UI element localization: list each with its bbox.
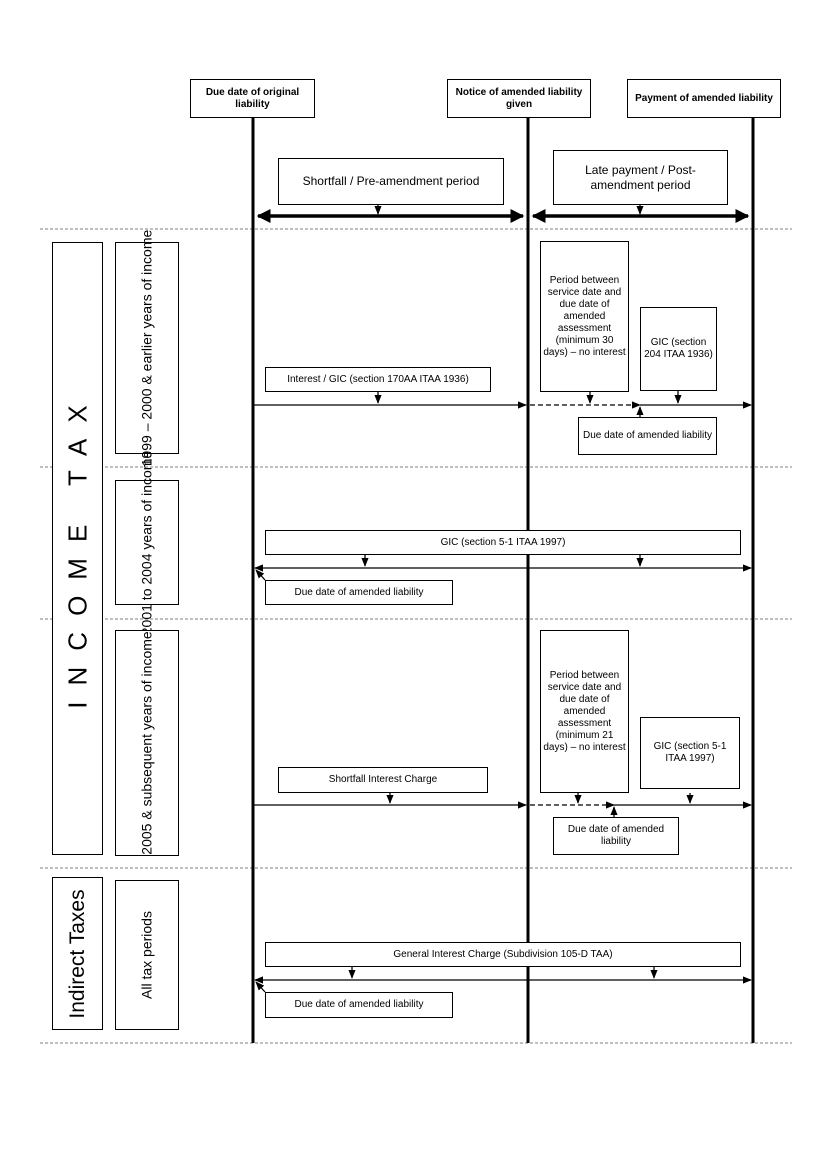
- indirect-taxes-label: Indirect Taxes: [65, 888, 89, 1019]
- gic-204-box: GIC (section 204 ITAA 1936): [640, 307, 717, 391]
- connector-arrow: [255, 981, 266, 993]
- no-interest-period-box: Period between service date and due date…: [540, 630, 629, 793]
- tax-periods-label: All tax periods: [138, 911, 155, 999]
- due-date-amended-box: Due date of amended liability: [265, 992, 453, 1018]
- income-tax-label-box: INCOME TAX: [52, 242, 103, 855]
- years-2005-label-box: 2005 & subsequent years of income: [115, 630, 179, 856]
- box-label: GIC (section 5-1 ITAA 1997): [440, 536, 566, 548]
- years-2001-label-box: 2001 to 2004 years of income: [115, 450, 179, 635]
- due-date-amended-box: Due date of amended liability: [265, 580, 453, 605]
- box-label: Due date of amended liability: [294, 999, 424, 1010]
- box-label: GIC (section 204 ITAA 1936): [644, 337, 713, 360]
- box-label: Shortfall Interest Charge: [328, 774, 438, 785]
- due-date-amended-box: Due date of amended liability: [578, 417, 717, 455]
- box-label: General Interest Charge (Subdivision 105…: [393, 948, 613, 960]
- header-label: Payment of amended liability: [635, 92, 773, 104]
- box-label: Interest / GIC (section 170AA ITAA 1936): [287, 373, 469, 385]
- shortfall-interest-box: Shortfall Interest Charge: [278, 767, 488, 793]
- header-notice-amended: Notice of amended liability given: [447, 79, 591, 118]
- gic-5-1-box: GIC (section 5-1 ITAA 1997): [640, 717, 740, 789]
- due-date-amended-box: Due date of amended liability: [553, 817, 679, 855]
- period-label: Late payment / Post-amendment period: [585, 162, 696, 192]
- years-1999-label-box: 1999 – 2000 & earlier years of income: [115, 230, 179, 466]
- header-payment-amended: Payment of amended liability: [627, 79, 781, 118]
- box-label: Due date of amended liability: [294, 586, 424, 598]
- gic-5-1-box: GIC (section 5-1 ITAA 1997): [265, 530, 741, 555]
- header-label: Due date of original liability: [205, 86, 300, 110]
- box-label: Period between service date and due date…: [543, 669, 626, 753]
- box-label: Due date of amended liability: [567, 824, 665, 847]
- years-2005-label: 2005 & subsequent years of income: [138, 631, 155, 855]
- box-label: GIC (section 5-1 ITAA 1997): [653, 741, 727, 764]
- section-dividers: [40, 228, 792, 1044]
- no-interest-period-box: Period between service date and due date…: [540, 241, 629, 392]
- years-2001-label: 2001 to 2004 years of income: [138, 450, 155, 635]
- box-label: Due date of amended liability: [583, 430, 712, 441]
- header-original-due: Due date of original liability: [190, 79, 315, 118]
- period-label: Shortfall / Pre-amendment period: [302, 174, 480, 188]
- shortfall-period-box: Shortfall / Pre-amendment period: [278, 158, 504, 205]
- box-label: Period between service date and due date…: [543, 274, 626, 358]
- tax-periods-label-box: All tax periods: [115, 880, 179, 1030]
- income-tax-label: INCOME TAX: [62, 388, 92, 709]
- indirect-taxes-label-box: Indirect Taxes: [52, 877, 103, 1030]
- years-1999-label: 1999 – 2000 & earlier years of income: [138, 229, 155, 467]
- timeline-verticals: [251, 118, 755, 1043]
- connector-arrow: [255, 569, 266, 581]
- interest-gic-box: Interest / GIC (section 170AA ITAA 1936): [265, 367, 491, 392]
- general-interest-charge-box: General Interest Charge (Subdivision 105…: [265, 942, 741, 967]
- late-payment-period-box: Late payment / Post-amendment period: [553, 150, 728, 205]
- header-label: Notice of amended liability given: [455, 86, 583, 110]
